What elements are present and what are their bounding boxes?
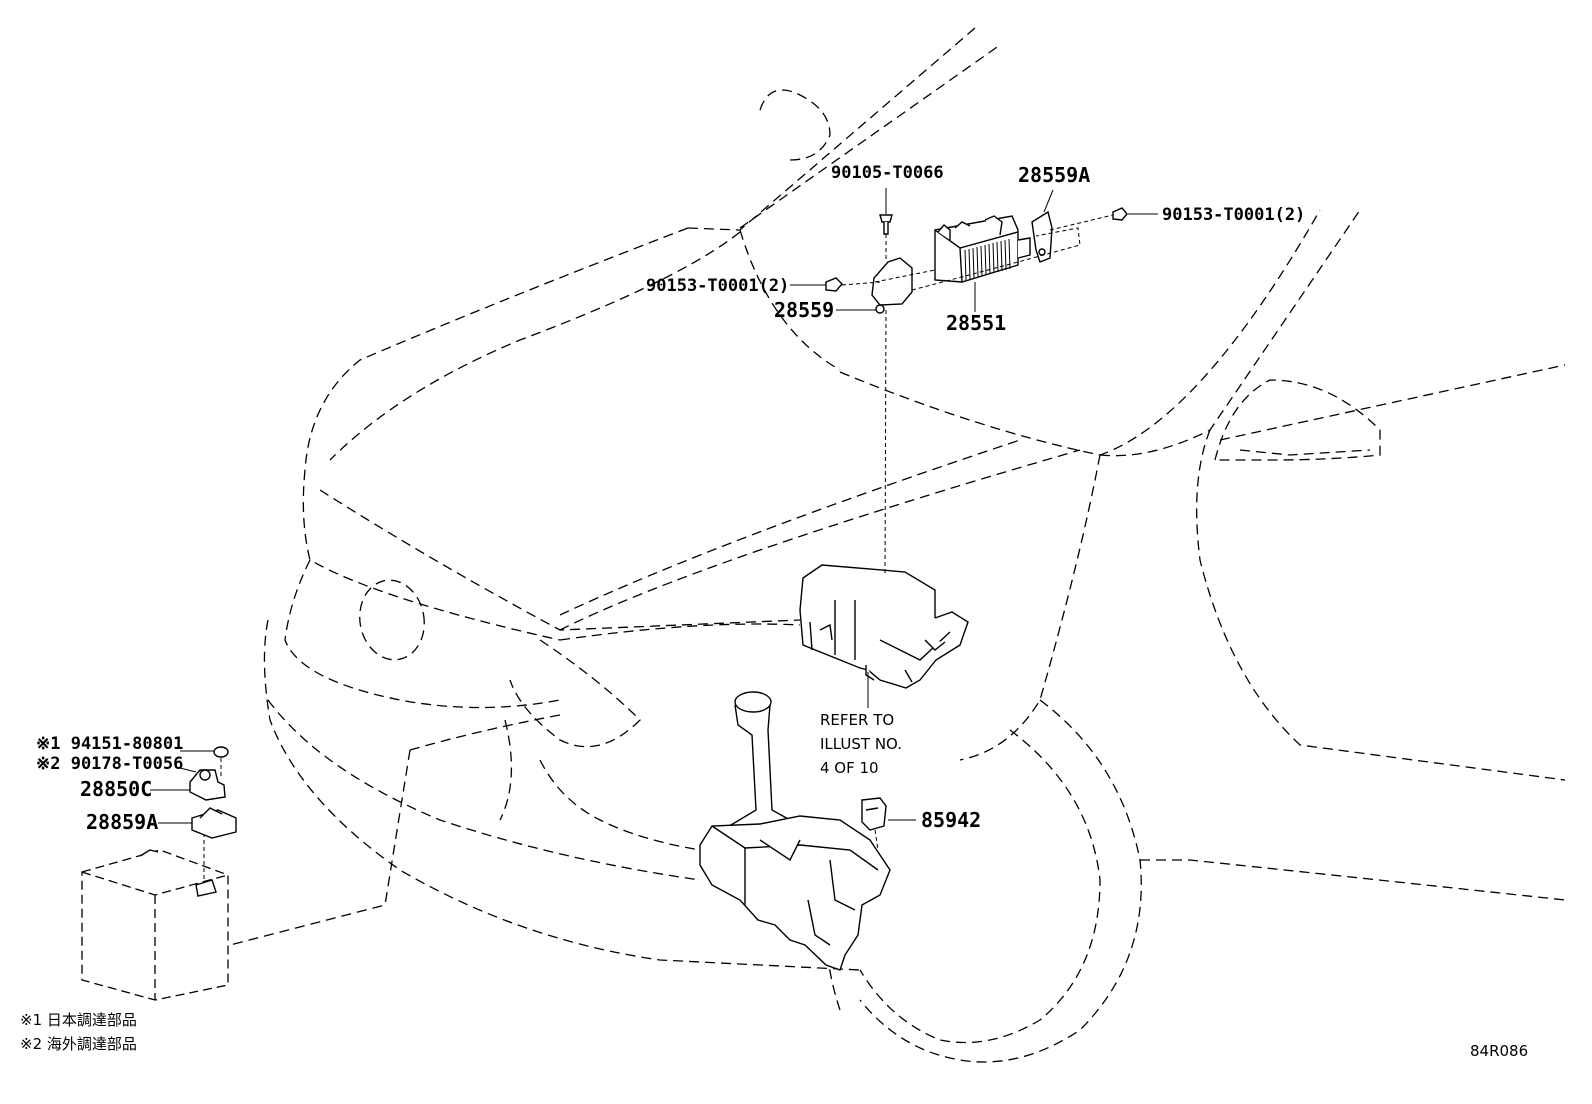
- footnote-1: ※1 日本調達部品: [20, 1011, 137, 1029]
- refer-note: REFER TO ILLUST NO. 4 OF 10: [820, 711, 902, 777]
- footnotes: ※1 日本調達部品 ※2 海外調達部品: [20, 1011, 137, 1053]
- label-terminal-28859a: 28859A: [86, 810, 158, 834]
- label-mark2-part: ※2 90178-T0056: [36, 754, 183, 774]
- footnote-2: ※2 海外調達部品: [20, 1035, 137, 1053]
- battery: [81, 833, 229, 1001]
- label-terminal-28850c: 28850C: [80, 777, 152, 801]
- refer-line-3: 4 OF 10: [820, 759, 879, 777]
- washer-tank: [699, 691, 891, 971]
- label-sensor-85942: 85942: [921, 808, 981, 832]
- label-nut-right: 90153-T0001(2): [1162, 205, 1305, 225]
- label-nut-left: 90153-T0001(2): [646, 276, 789, 296]
- label-bracket-28559a: 28559A: [1018, 163, 1090, 187]
- relay-fins: [964, 238, 1011, 281]
- label-mark1-part: ※1 94151-80801: [36, 734, 183, 754]
- refer-line-1: REFER TO: [820, 711, 894, 729]
- diagram-code: 84R086: [1470, 1042, 1528, 1060]
- label-bolt-90105: 90105-T0066: [831, 163, 944, 183]
- part-labels: 90105-T0066 28559A 90153-T0001(2) 90153-…: [36, 163, 1305, 834]
- vehicle-body-outline: [229, 27, 1566, 1063]
- sensor-85942: [861, 797, 887, 851]
- refer-line-2: ILLUST NO.: [820, 735, 902, 753]
- terminal-assembly: [189, 746, 237, 839]
- fuse-box: [799, 564, 969, 689]
- label-bracket-28559: 28559: [774, 298, 834, 322]
- leader-lines: [150, 188, 1158, 824]
- relay-assembly: [825, 207, 1128, 576]
- label-relay-28551: 28551: [946, 311, 1006, 335]
